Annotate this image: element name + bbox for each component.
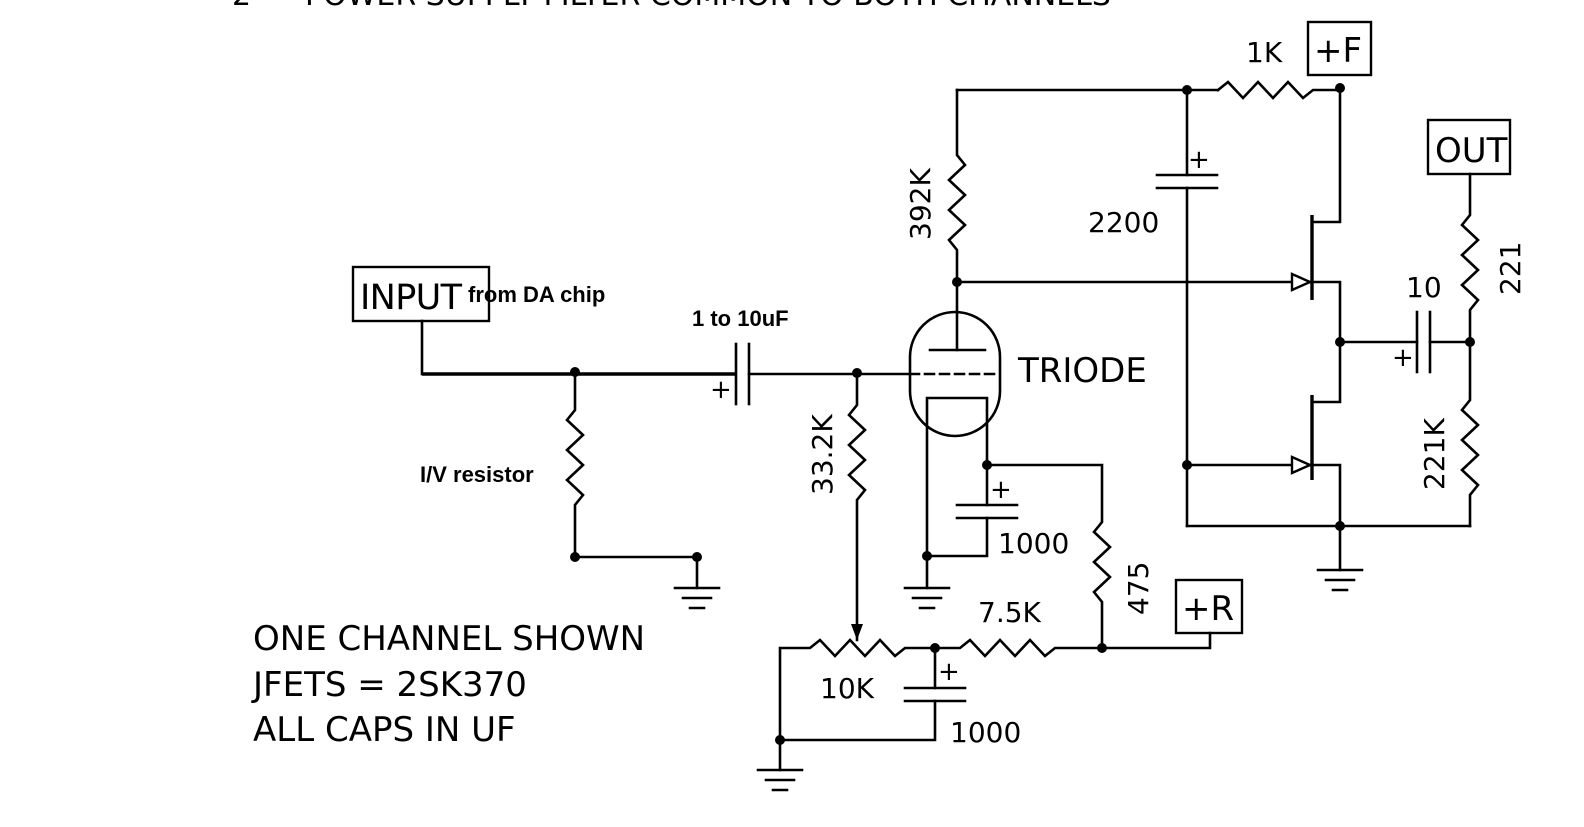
note-jfets: JFETS = 2SK370 [251,665,527,705]
cathode-ground-junction [922,551,932,561]
bottom-capacitor-1000 [778,646,967,772]
c-2200-plus: + [1188,145,1210,175]
r-1k-label: 1K [1246,36,1283,69]
c-bottom-plus: + [938,657,960,687]
iv-junction [570,552,580,562]
notes-block: ONE CHANNEL SHOWN JFETS = 2SK370 ALL CAP… [251,619,645,750]
triode-tube [908,280,1002,558]
header-bullet: 2 [232,0,251,13]
ground-symbol-output [1316,568,1364,592]
lower-jfet [1185,395,1342,572]
pot-10k [778,638,937,742]
ground-symbol-cathode [903,586,951,610]
upper-jfet-gate-wire [955,272,1313,292]
r-221-label: 221 [1494,242,1527,295]
bottom-ground-junction [775,735,785,745]
iv-ground-junction [692,552,702,562]
r-7k5-label: 7.5K [978,596,1042,629]
resistor-475 [985,463,1112,650]
c-cathode-label: 1000 [998,527,1069,560]
plus-f-terminal: +F [1306,20,1373,77]
plus-r-label: +R [1182,589,1234,629]
resistor-7k5 [933,638,1104,658]
pot-10k-label: 10K [820,672,875,705]
out-terminal-label: OUT [1435,131,1508,171]
header-partial-text: POWER SUPPLY FILTER COMMON TO BOTH CHANN… [305,0,1111,13]
c-10-plus: + [1392,343,1414,373]
note-caps-units: ALL CAPS IN UF [253,710,516,750]
iv-resistor [565,370,699,590]
shunt-resistor-221k [1460,340,1480,528]
coupling-cap-label: 1 to 10uF [692,306,789,331]
plus-r-terminal: +R [1174,578,1244,635]
plus-r-wire [1100,631,1212,650]
out-terminal: OUT [1426,118,1512,176]
series-resistor-221 [1460,172,1480,344]
upper-jfet [1310,86,1342,404]
iv-resistor-label: I/V resistor [420,462,534,487]
c-10-label: 10 [1406,271,1442,304]
input-terminal: INPUT [351,265,491,323]
note-one-channel: ONE CHANNEL SHOWN [253,619,645,659]
coupling-cap-plus: + [710,375,732,405]
grid-resistor-33k2 [847,371,867,642]
top-rail [955,80,1342,100]
cathode-capacitor-1000 [925,463,1019,590]
input-wiring [420,319,736,376]
c-cathode-plus: + [990,475,1012,505]
ground-symbol-iv [673,586,721,610]
ground-symbol-bottom [756,768,804,792]
c-2200-label: 2200 [1088,206,1159,239]
r-475-label: 475 [1122,562,1155,615]
c-bottom-label: 1000 [950,716,1021,749]
triode-label: TRIODE [1017,351,1147,391]
r-392k-label: 392K [904,168,937,240]
r-33k2-label: 33.2K [806,414,839,495]
coupling-capacitor [734,342,912,406]
input-terminal-label: INPUT [360,278,463,318]
plate-resistor-392k [947,88,967,284]
output-capacitor-10 [1338,310,1472,374]
output-ground-junction [1335,521,1345,531]
plus-f-label: +F [1314,31,1362,71]
from-da-chip-label: from DA chip [468,282,605,307]
r-221k-label: 221K [1418,418,1451,490]
